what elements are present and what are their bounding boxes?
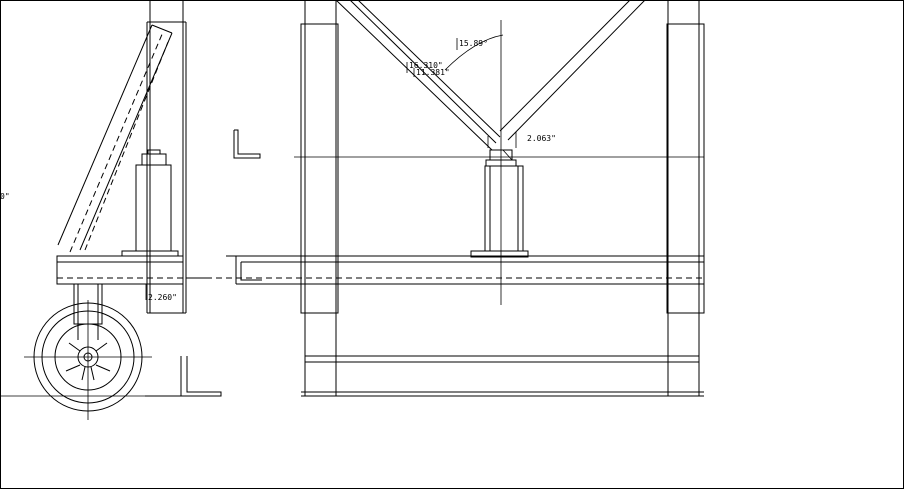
dim-offset-right: 2.063" (527, 134, 556, 143)
angle-iron-section (233, 129, 261, 159)
side-base-channel (56, 255, 210, 285)
dim-height-left: 2.260" (148, 293, 177, 302)
front-v-brace (335, 0, 646, 151)
side-view: 2.260" 0" (0, 0, 222, 420)
front-jack (470, 20, 529, 305)
front-base-channel (206, 255, 704, 285)
dim-length-outer: 16.310" (409, 61, 443, 70)
front-view: 15.89° 16.310" 11.381" 2.063" (206, 0, 705, 397)
dim-length-inner: 11.381" (416, 68, 450, 77)
side-diagonal-brace (57, 24, 173, 253)
dim-angle-top: 15.89° (459, 39, 488, 48)
caster-wheel (24, 283, 152, 420)
dim-edge-fragment: 0" (0, 192, 10, 201)
